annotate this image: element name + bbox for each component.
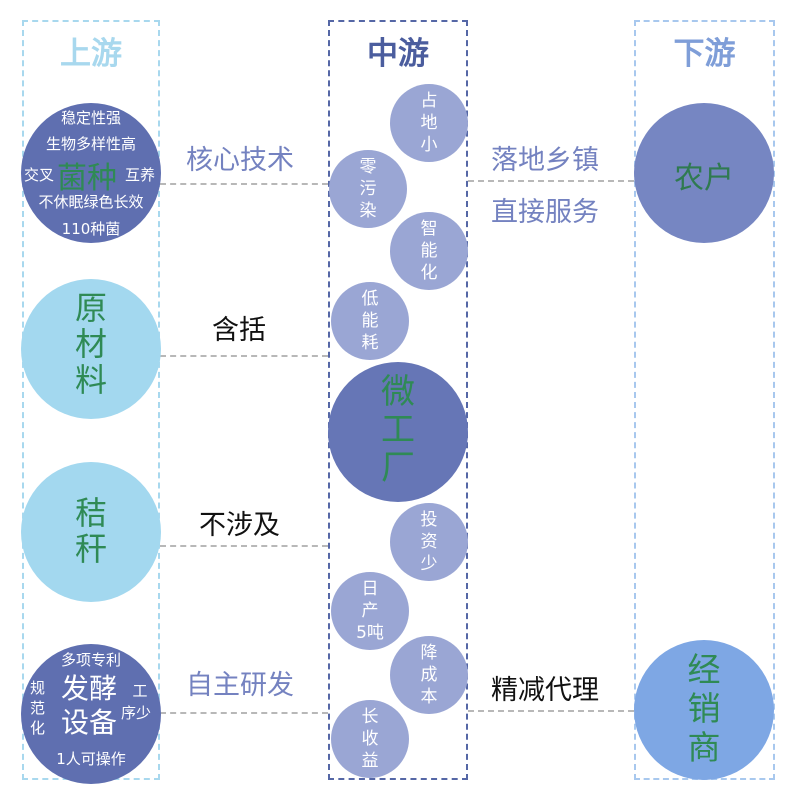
bubble-daily-output-char-3: 5吨 [356,623,384,643]
equipment-top-text: 多项专利 [60,651,121,669]
bubble-cost-down-char-1: 降 [420,643,438,663]
raw-material-char-2: 材 [74,325,107,363]
raw-material-char-3: 料 [74,361,107,399]
bubble-low-investment-char-2: 资 [420,532,438,552]
equipment-right-text: 工 序少 [121,680,151,724]
raw-material-circle: 原 材 料 [21,279,161,419]
midstream-column [328,20,468,780]
bubble-daily-output-char-1: 日 [361,579,379,599]
label-core-tech: 核心技术 [186,145,294,176]
bubble-smart-char-3: 化 [420,263,438,283]
label-includes: 含括 [212,315,266,346]
dealer-char-1: 经 [687,650,721,689]
bubble-low-energy: 低 能 耗 [331,282,409,360]
upstream-title: 上游 [60,36,122,72]
bubble-smart-char-2: 能 [420,241,438,261]
factory-char-1: 微 [381,372,415,412]
bubble-low-investment: 投 资 少 [390,503,468,581]
bubble-low-energy-char-3: 耗 [361,333,379,353]
downstream-title: 下游 [673,36,736,72]
farmer-text: 农户 [674,161,734,196]
straw-circle: 秸 秆 [21,462,161,602]
connector-dealer [468,710,634,712]
dealer-char-2: 销 [687,689,721,728]
connector-fungus [160,183,328,185]
fungus-right-text: 互养 [125,166,156,184]
factory-char-3: 厂 [381,448,415,488]
bubble-zero-pollution-char-1: 零 [359,157,377,177]
connector-raw-material [160,355,328,357]
bubble-small-area: 占 地 小 [390,84,468,162]
equipment-left-text: 规 范 化 [30,678,45,738]
bubble-small-area-char-3: 小 [420,135,438,155]
bubble-long-profit-char-1: 长 [361,707,379,727]
equipment-right-char-1: 工 [132,682,148,700]
factory-circle: 微 工 厂 [328,362,468,502]
fungus-line-2: 生物多样性高 [45,135,136,153]
fungus-line-5: 110种菌 [61,220,121,238]
bubble-long-profit: 长 收 益 [331,700,409,778]
equipment-main-2: 设备 [61,706,118,739]
fungus-main-text: 菌种 [57,161,117,196]
connector-straw [160,545,328,547]
straw-char-2: 秆 [74,530,107,568]
bubble-cost-down-char-2: 成 [420,665,438,685]
label-lean-agency: 精减代理 [491,675,599,706]
connector-farmer [468,180,634,182]
bubble-long-profit-char-3: 益 [361,751,379,771]
label-not-involved: 不涉及 [199,510,280,541]
label-town-landing: 落地乡镇 [491,145,599,176]
bubble-smart-char-1: 智 [420,219,438,239]
bubble-low-energy-char-2: 能 [361,311,379,331]
fungus-circle: 稳定性强 生物多样性高 交叉 菌种 互养 不休眠绿色长效 110种菌 [21,103,161,243]
bubble-daily-output: 日 产 5吨 [331,572,409,650]
bubble-low-energy-char-1: 低 [361,289,379,309]
bubble-cost-down-char-3: 本 [420,687,438,707]
label-direct-service: 直接服务 [491,197,599,228]
bubble-long-profit-char-2: 收 [361,729,379,749]
straw-char-1: 秸 [74,494,107,532]
equipment-left-char-2: 范 [30,699,46,717]
bubble-smart: 智 能 化 [390,212,468,290]
midstream-title: 中游 [367,36,429,72]
bubble-daily-output-char-2: 产 [361,601,379,621]
equipment-main-1: 发酵 [61,672,118,705]
dealer-char-3: 商 [687,728,721,767]
bubble-small-area-char-1: 占 [420,91,438,111]
factory-char-2: 工 [381,410,415,450]
equipment-left-char-3: 化 [30,719,46,737]
bubble-cost-down: 降 成 本 [390,636,468,714]
label-self-rd: 自主研发 [186,670,294,701]
bubble-zero-pollution-char-2: 污 [359,179,377,199]
equipment-left-char-1: 规 [30,679,46,697]
bubble-small-area-char-2: 地 [420,113,438,133]
bubble-zero-pollution-char-3: 染 [359,201,377,221]
fungus-left-text: 交叉 [24,166,55,184]
dealer-circle: 经 销 商 [634,640,774,780]
equipment-right-char-2: 序少 [121,704,152,722]
bubble-zero-pollution: 零 污 染 [329,150,407,228]
farmer-circle: 农户 [634,103,774,243]
fungus-line-1: 稳定性强 [60,109,121,127]
equipment-circle: 多项专利 规 范 化 发酵 设备 工 序少 1人可操作 [21,644,161,784]
fungus-line-4: 不休眠绿色长效 [38,193,144,211]
raw-material-char-1: 原 [74,289,107,327]
bubble-low-investment-char-3: 少 [420,554,438,574]
bubble-low-investment-char-1: 投 [420,510,438,530]
connector-equipment [160,712,328,714]
equipment-bottom-text: 1人可操作 [56,750,126,768]
